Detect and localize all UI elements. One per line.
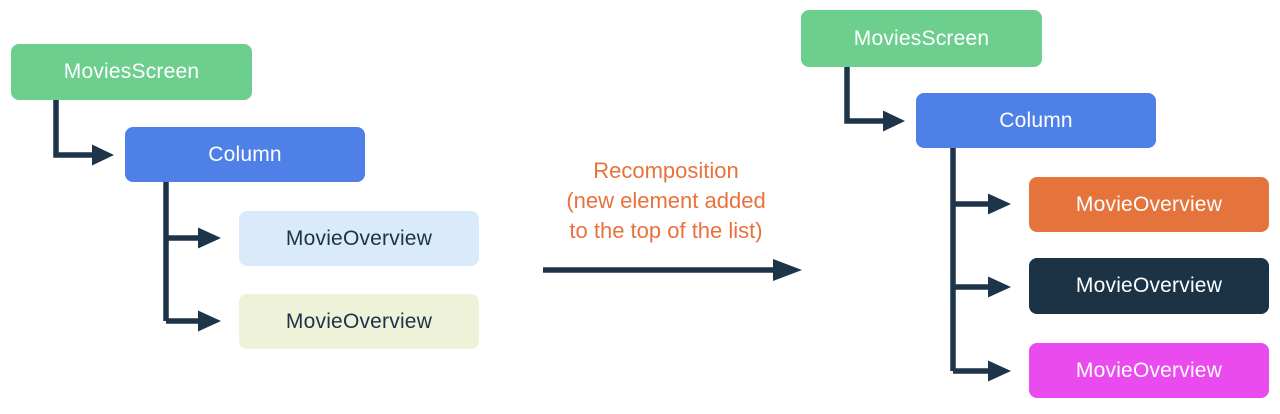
caption-line: Recomposition	[593, 158, 739, 183]
node-label: MovieOverview	[285, 226, 433, 250]
elbow-arrow-before-root-to-column	[53, 98, 114, 166]
node-movieoverview-after-2: MovieOverview	[1029, 258, 1269, 314]
node-label: MoviesScreen	[63, 60, 200, 83]
node-movieoverview-before-2: MovieOverview	[239, 294, 479, 349]
arrowhead-icon	[198, 227, 221, 249]
node-movieoverview-before-1: MovieOverview	[239, 211, 479, 266]
arrowhead-icon	[988, 276, 1011, 298]
node-moviesscreen-after: MoviesScreen	[801, 10, 1042, 67]
node-moviesscreen-before: MoviesScreen	[11, 44, 252, 100]
tree-connector-before-column-children	[163, 180, 221, 332]
recomposition-arrow	[543, 259, 802, 281]
arrowhead-icon	[883, 110, 905, 132]
node-column-before: Column	[125, 127, 365, 182]
caption-line: (new element added	[566, 188, 766, 213]
node-column-after: Column	[916, 93, 1156, 148]
node-movieoverview-after-1: MovieOverview	[1029, 177, 1269, 232]
arrowhead-icon	[988, 193, 1011, 215]
node-label: MovieOverview	[1075, 358, 1223, 382]
node-label: MovieOverview	[1075, 274, 1223, 297]
elbow-arrow-after-root-to-column	[844, 65, 905, 132]
node-label: Column	[208, 142, 282, 166]
node-label: MovieOverview	[285, 309, 433, 333]
node-movieoverview-after-3: MovieOverview	[1029, 343, 1269, 398]
arrowhead-icon	[773, 259, 802, 281]
recomposition-caption: Recomposition (new element added to the …	[566, 156, 765, 246]
arrowhead-icon	[198, 310, 221, 332]
node-label: MovieOverview	[1075, 192, 1223, 216]
tree-connector-after-column-children	[950, 146, 1011, 382]
arrowhead-icon	[92, 144, 114, 166]
caption-line: to the top of the list)	[569, 218, 763, 243]
node-label: MoviesScreen	[853, 26, 990, 50]
node-label: Column	[999, 108, 1073, 132]
arrowhead-icon	[988, 360, 1011, 382]
